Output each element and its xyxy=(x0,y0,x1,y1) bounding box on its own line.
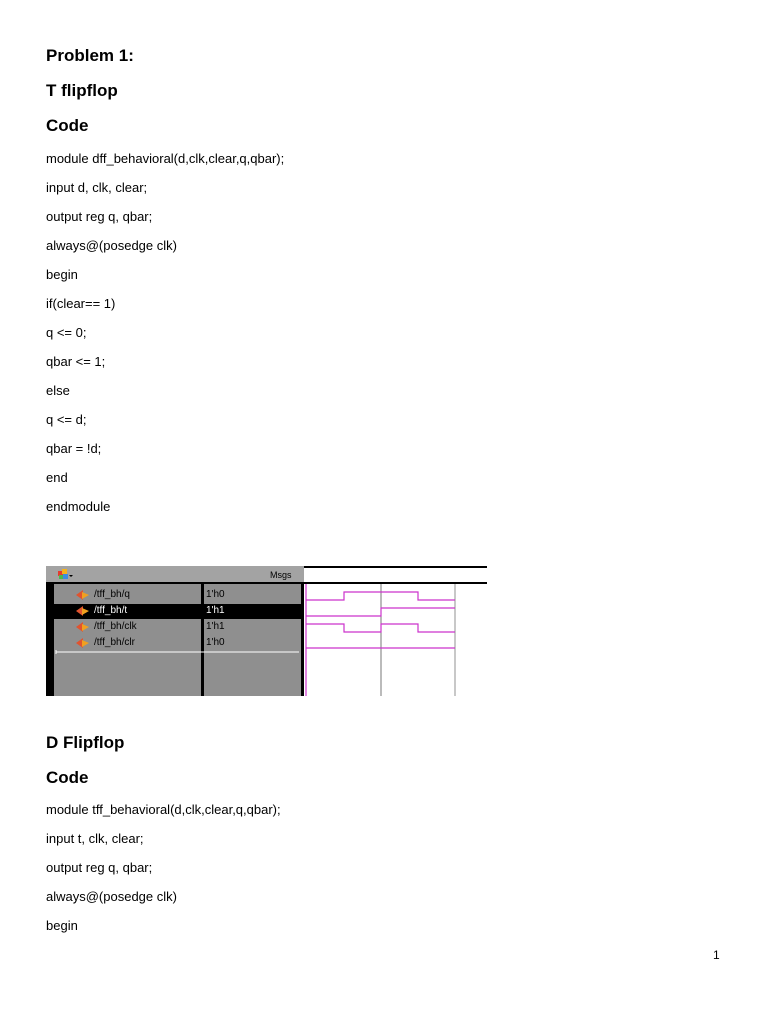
signal-values-pane xyxy=(204,566,301,696)
signal-name: /tff_bh/clk xyxy=(94,621,137,632)
waveform-plot[interactable] xyxy=(304,584,487,696)
pane-divider[interactable] xyxy=(301,566,304,696)
signal-row[interactable]: /tff_bh/clr 1'h0 xyxy=(54,636,301,651)
code-heading-2: Code xyxy=(46,768,89,787)
signal-row[interactable]: /tff_bh/q 1'h0 xyxy=(54,588,301,603)
msgs-column-header: Msgs xyxy=(270,570,292,580)
cursor-marker[interactable] xyxy=(54,650,301,654)
page-number: 1 xyxy=(713,948,720,962)
code-line: qbar <= 1; xyxy=(46,354,106,369)
signal-name: /tff_bh/q xyxy=(94,589,130,600)
code-line: qbar = !d; xyxy=(46,441,102,456)
code-line: begin xyxy=(46,918,78,933)
signal-value: 1'h0 xyxy=(206,637,225,648)
signal-name: /tff_bh/t xyxy=(94,605,128,616)
code-line: input t, clk, clear; xyxy=(46,831,144,846)
code-line: begin xyxy=(46,267,78,282)
signal-icon xyxy=(76,622,89,632)
section-title-t-flipflop: T flipflop xyxy=(46,81,118,100)
code-line: output reg q, qbar; xyxy=(46,860,153,875)
code-line: end xyxy=(46,470,68,485)
code-line: module dff_behavioral(d,clk,clear,q,qbar… xyxy=(46,151,285,166)
waveform-screenshot: Msgs /tff_bh/q 1'h0 /tff_bh/t 1'h1 /tff_… xyxy=(46,566,487,696)
signal-icon xyxy=(76,606,89,616)
signal-value: 1'h1 xyxy=(206,621,225,632)
code-line: if(clear== 1) xyxy=(46,296,116,311)
code-line: q <= d; xyxy=(46,412,87,427)
code-heading-1: Code xyxy=(46,116,89,135)
signal-row-selected[interactable]: /tff_bh/t 1'h1 xyxy=(54,604,301,619)
signal-icon xyxy=(76,638,89,648)
signal-value: 1'h0 xyxy=(206,589,225,600)
modelsim-logo-icon[interactable] xyxy=(57,569,73,581)
code-line: output reg q, qbar; xyxy=(46,209,153,224)
code-line: always@(posedge clk) xyxy=(46,889,177,904)
code-line: module tff_behavioral(d,clk,clear,q,qbar… xyxy=(46,802,281,817)
signal-icon xyxy=(76,590,89,600)
signal-names-pane xyxy=(46,566,201,696)
code-line: always@(posedge clk) xyxy=(46,238,177,253)
code-line: q <= 0; xyxy=(46,325,87,340)
code-line: input d, clk, clear; xyxy=(46,180,148,195)
signal-value: 1'h1 xyxy=(206,605,225,616)
signal-name: /tff_bh/clr xyxy=(94,637,135,648)
signal-row[interactable]: /tff_bh/clk 1'h1 xyxy=(54,620,301,635)
pane-divider[interactable] xyxy=(201,566,204,696)
code-line: endmodule xyxy=(46,499,111,514)
section-title-d-flipflop: D Flipflop xyxy=(46,733,125,752)
code-line: else xyxy=(46,383,70,398)
problem-title: Problem 1: xyxy=(46,46,134,65)
